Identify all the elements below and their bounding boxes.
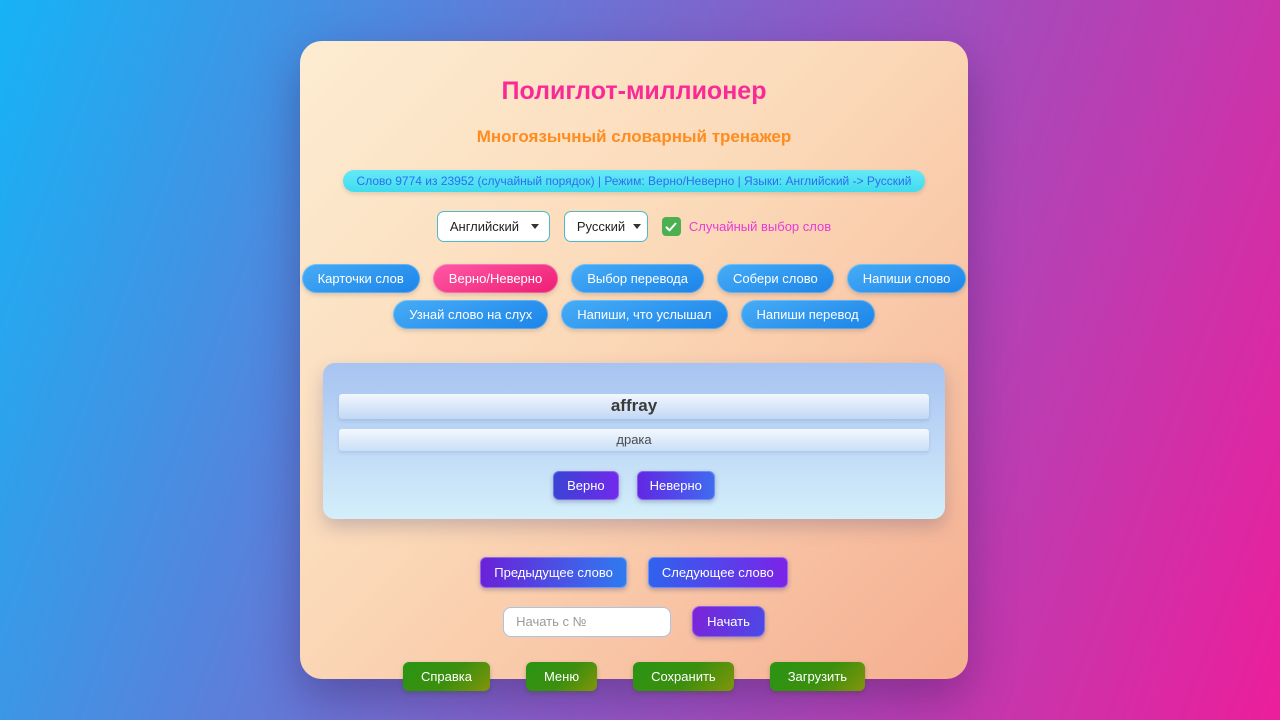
quiz-translation: драка <box>339 429 929 451</box>
mode-buttons-row-1: Карточки слов Верно/Неверно Выбор перево… <box>300 264 968 293</box>
correct-button[interactable]: Верно <box>553 471 619 500</box>
checkmark-icon <box>665 222 677 231</box>
quiz-card: affray драка Верно Неверно <box>323 363 945 519</box>
chevron-down-icon <box>633 224 642 229</box>
mode-assemble-word-button[interactable]: Собери слово <box>717 264 834 293</box>
mode-listen-word-button[interactable]: Узнай слово на слух <box>393 300 549 329</box>
mode-write-heard-button[interactable]: Напиши, что услышал <box>561 300 728 329</box>
load-button[interactable]: Загрузить <box>769 662 866 691</box>
next-word-button[interactable]: Следующее слово <box>647 557 788 588</box>
source-language-select[interactable]: Английский <box>436 211 550 242</box>
app-card: Полиглот-миллионер Многоязычный словарны… <box>300 41 968 691</box>
page-title: Полиглот-миллионер <box>501 77 767 105</box>
status-badge: Слово 9774 из 23952 (случайный порядок) … <box>342 170 926 192</box>
settings-row: Английский Русский Случайный выбор слов <box>300 211 968 242</box>
previous-word-button[interactable]: Предыдущее слово <box>480 557 627 588</box>
help-button[interactable]: Справка <box>402 662 490 691</box>
quiz-word: affray <box>339 394 929 419</box>
chevron-down-icon <box>530 224 539 229</box>
source-language-value: Английский <box>449 219 519 234</box>
mode-flashcards-button[interactable]: Карточки слов <box>301 264 420 293</box>
target-language-value: Русский <box>576 219 626 234</box>
mode-true-false-button[interactable]: Верно/Неверно <box>432 264 559 293</box>
footer-buttons-row: Справка Меню Сохранить Загрузить <box>300 662 968 691</box>
page-subtitle: Многоязычный словарный тренажер <box>476 127 792 146</box>
mode-write-word-button[interactable]: Напиши слово <box>846 264 967 293</box>
mode-choose-translation-button[interactable]: Выбор перевода <box>571 264 704 293</box>
checkbox-checked-icon[interactable] <box>661 217 681 236</box>
save-button[interactable]: Сохранить <box>633 662 734 691</box>
start-from-row: Начать <box>300 606 968 637</box>
mode-write-translation-button[interactable]: Напиши перевод <box>740 300 875 329</box>
mode-buttons-row-2: Узнай слово на слух Напиши, что услышал … <box>300 300 968 329</box>
incorrect-button[interactable]: Неверно <box>636 471 715 500</box>
word-navigation-row: Предыдущее слово Следующее слово <box>300 557 968 588</box>
random-words-checkbox[interactable]: Случайный выбор слов <box>661 217 832 236</box>
start-button[interactable]: Начать <box>692 606 765 637</box>
target-language-select[interactable]: Русский <box>563 211 648 242</box>
menu-button[interactable]: Меню <box>525 662 598 691</box>
start-number-input[interactable] <box>503 606 672 637</box>
random-words-label: Случайный выбор слов <box>688 219 832 234</box>
answer-buttons-row: Верно Неверно <box>323 471 945 500</box>
